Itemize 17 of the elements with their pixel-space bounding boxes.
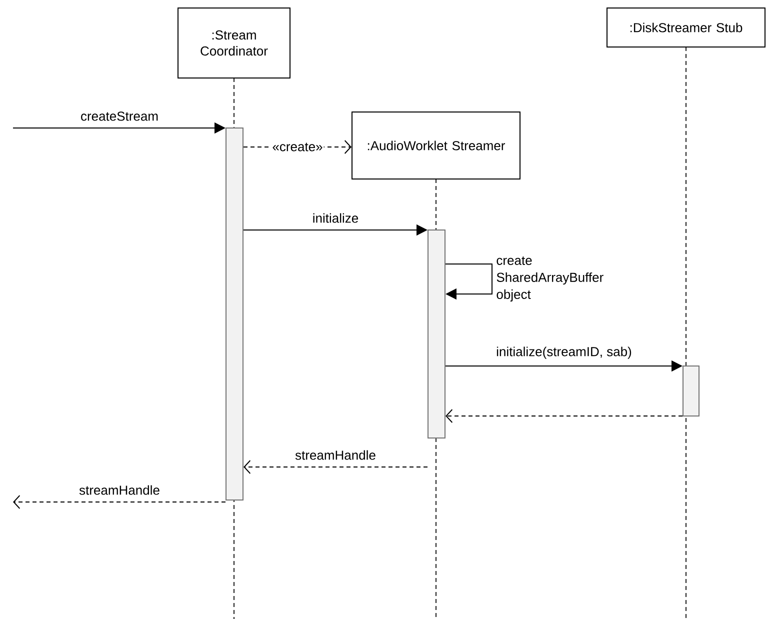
object-box: :Stream Coordinator — [178, 8, 290, 78]
edge-label: streamHandle — [79, 485, 160, 495]
edge-label: streamHandle — [295, 450, 376, 460]
edge-label: «create» — [271, 142, 324, 152]
edge-label: create SharedArrayBuffer object — [496, 256, 604, 302]
return-arrow — [446, 409, 683, 423]
activation-bar — [428, 230, 446, 438]
activation-bar — [682, 366, 700, 416]
edge-label: initialize — [313, 213, 358, 223]
activation-bar — [226, 128, 244, 500]
return-arrow — [244, 460, 428, 474]
object-box: :DiskStreamer Stub — [606, 8, 766, 48]
self-message-arrow — [445, 264, 492, 300]
edge-label: initialize(streamID, sab) — [496, 346, 632, 359]
return-arrow — [13, 495, 226, 509]
edge-label: createStream — [81, 112, 158, 121]
object-box: :AudioWorklet Streamer — [352, 112, 520, 180]
